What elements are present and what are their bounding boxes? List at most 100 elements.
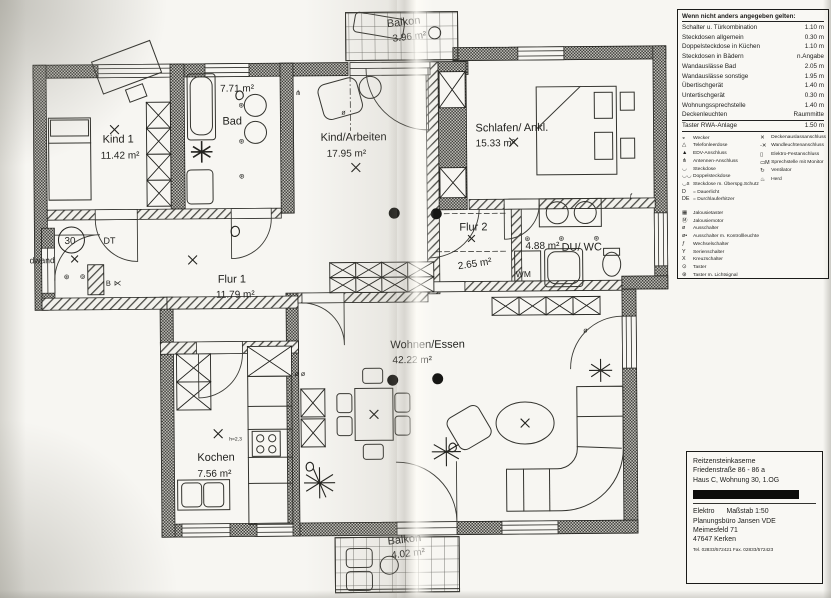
svg-text:⋔: ⋔ — [295, 89, 301, 97]
deckenauslass-icon: ✕ — [760, 134, 765, 141]
nightstand — [619, 91, 635, 111]
legend-symbol-label: Ventilator — [771, 168, 792, 174]
legend-symbols-left: ◒Wecker △Telefonleerdose ▲EDV-Anschluss … — [682, 135, 760, 280]
legend-value: Raummitte — [793, 111, 824, 119]
legend-symbol-label: Serienschalter — [693, 249, 725, 255]
titleblock-lower: Elektro Maßstab 1:50 Planungsbüro Jansen… — [693, 503, 816, 553]
svg-text:⊛: ⊛ — [524, 236, 530, 243]
legend-value: 0.30 m — [804, 33, 824, 41]
stove — [251, 430, 281, 457]
wecker-icon: ◒ — [682, 134, 686, 141]
legend-symbol-label: Sprechstelle mit Monitor — [771, 159, 824, 165]
side-table — [358, 75, 382, 99]
room-area-wohnen: 42.22 m² — [392, 355, 432, 366]
dauerlicht-icon: D — [682, 188, 686, 195]
jalousiemotor-icon: Ⓜ — [682, 217, 688, 224]
legend-label: Doppelsteckdose in Küchen — [682, 43, 761, 51]
legend-symbol-row: ⊛ Taster m. Lichtsignal — [682, 272, 760, 280]
legend-symbol-label: Jalousiemotor — [693, 218, 724, 224]
legend-symbols: ◒Wecker △Telefonleerdose ▲EDV-Anschluss … — [682, 134, 827, 280]
room-label-wohnen: Wohnen/Essen — [390, 339, 465, 352]
legend-value: 1.50 m — [804, 122, 824, 130]
annotations: 30 DT dwand WM h=2,3 B ⋉ — [30, 226, 531, 443]
legend-height-row: Steckdosen in Bädern n.Angabe — [682, 52, 824, 62]
taster-lichtsignal-icon: ⊛ — [682, 271, 687, 278]
junction-label: B — [106, 279, 111, 288]
armchair-kindarb — [317, 77, 363, 120]
legend-symbol-label: Deckenauslassanschluss — [771, 134, 827, 140]
legend-label: Taster RWA-Anlage — [682, 122, 737, 130]
jalousietaster-icon: ▦ — [682, 210, 688, 217]
scale-label: Maßstab 1:50 — [726, 508, 769, 516]
legend-height-row: Untertischgerät 0.30 m — [682, 91, 824, 101]
room-label-kind1: Kind 1 — [103, 133, 134, 145]
legend-symbol-label: Doppelsteckdose — [693, 174, 731, 180]
svg-text:ø: ø — [341, 110, 346, 117]
legend-symbol-label: Ausschalter — [693, 226, 719, 232]
legend-symbol-row: D = Dauerlicht — [682, 189, 760, 197]
legend-symbol-label: = Durchlauferhitzer — [693, 197, 735, 203]
legend-symbol-label: Taster m. Lichtsignal — [693, 272, 738, 278]
door-label-dt: DT — [103, 236, 116, 246]
legend-label: Schalter u. Türkombination — [682, 24, 758, 31]
legend-value: n.Angabe — [797, 53, 824, 61]
legend-symbol-row: ↻ Ventilator — [760, 168, 824, 174]
steckdose-schutz-icon: ◡s — [682, 180, 690, 187]
electrical-symbols — [70, 75, 530, 472]
legend-symbol-label: Wandleuchtenanschluss — [771, 143, 824, 149]
legend-symbol-label: Elektro-Festanschluss — [771, 151, 820, 157]
wechselschalter-icon: ƒ — [682, 240, 685, 247]
legend-symbol-row: ▦ Jalousietaster — [682, 210, 760, 218]
legend-symbol-label: Steckdose m. Überspg.Schutz — [693, 181, 759, 187]
legend-symbol-row: Ⓜ Jalousiemotor — [682, 218, 760, 226]
svg-text:⊛: ⊛ — [239, 138, 245, 145]
legend-symbol-row: ⊙Taster — [682, 264, 760, 272]
ventilator-icon: ↻ — [760, 168, 765, 175]
svg-text:⊛: ⊛ — [239, 173, 245, 180]
steckdose-icon: ◡ — [682, 165, 687, 172]
legend-label: Steckdosen allgemein — [682, 33, 744, 41]
legend-value: 1.10 m — [804, 43, 824, 51]
toilet — [602, 247, 622, 277]
doppelsteckdose-icon: ◡◡ — [682, 173, 692, 180]
svg-text:⊛: ⊛ — [238, 102, 244, 109]
ausschalter-icon: ø — [682, 225, 686, 232]
bed-schlafen — [535, 85, 618, 176]
svg-text:⊛: ⊛ — [593, 235, 599, 242]
legend-symbol-row: ◒Wecker — [682, 135, 760, 143]
project-name: Reitzensteinkaserne — [693, 458, 756, 465]
legend-value: 2.05 m — [804, 62, 824, 70]
legend-value: 0.30 m — [804, 91, 824, 99]
legend-box: Wenn nicht anders angegeben gelten: Scha… — [677, 9, 829, 279]
office-city: 47647 Kerken — [693, 536, 736, 544]
office-street: Meimesfeld 71 — [693, 527, 738, 535]
legend-symbol-row: ▲EDV-Anschluss — [682, 150, 760, 158]
telefon-icon: △ — [682, 142, 687, 149]
socket-glyphs: ⊛⊛⊛ ⊛⊚ ⊛⊛⊛ ø øøø ƒ⋔ — [64, 89, 633, 378]
junction-box — [87, 264, 105, 296]
washing-machine — [514, 250, 542, 282]
coffee-table — [495, 401, 555, 445]
legend-symbol-label: = Dauerlicht — [693, 189, 720, 195]
legend-label: Wohnungssprechstelle — [682, 101, 746, 109]
wall-label-dwand: dwand — [30, 255, 55, 265]
armchair-wohnen — [446, 404, 492, 451]
legend-symbol-label: Jalousietaster — [693, 211, 724, 217]
legend-symbol-row: ø Ausschalter — [682, 225, 760, 233]
bed-kind1 — [47, 117, 92, 201]
legend-label: Untertischgerät — [682, 91, 725, 99]
legend-value: 1.40 m — [804, 101, 824, 109]
svg-text:⊚: ⊚ — [80, 274, 86, 281]
bath-cabinet — [186, 169, 214, 205]
legend-label: Steckdosen in Bädern — [682, 53, 744, 61]
legend-value: 1.40 m — [804, 82, 824, 90]
office-phone: Tel. 02833/572421 Fax. 02833/572423 — [693, 546, 774, 552]
room-area-bad: 7.71 m² — [220, 83, 255, 94]
legend-symbol-row: △Telefonleerdose — [682, 142, 760, 150]
room-label-flur2: Flur 2 — [459, 221, 487, 233]
legend-label: Wandauslässe sonstige — [682, 72, 749, 80]
